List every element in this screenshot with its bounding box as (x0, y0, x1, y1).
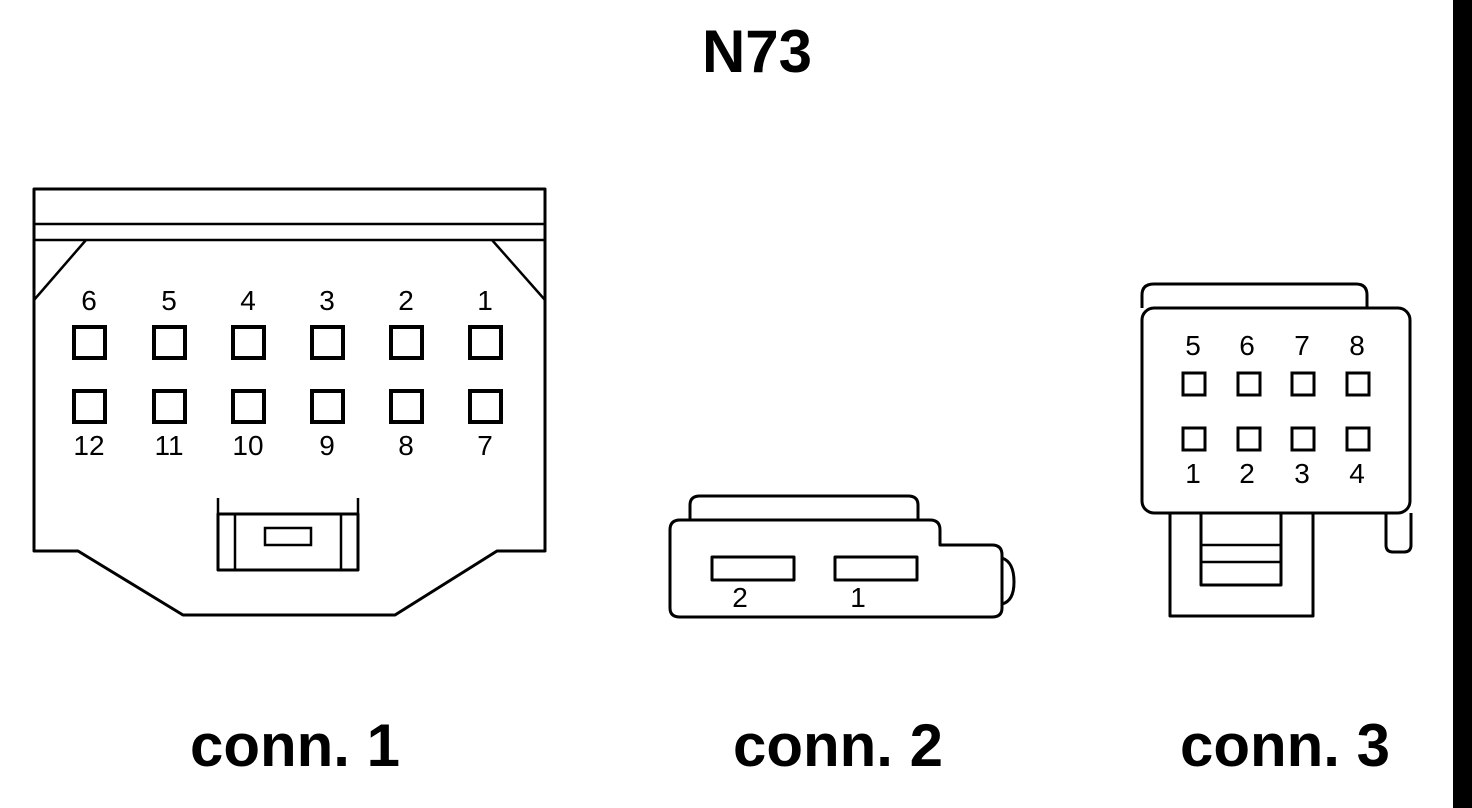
connector-1-pin-label: 4 (240, 285, 256, 316)
connector-1-pin-8 (389, 389, 424, 424)
connector-1-pin-2 (389, 325, 424, 360)
connector-1-pin-11 (152, 389, 187, 424)
connector-1-pin-label: 7 (477, 430, 493, 461)
connector-3-pin-7 (1290, 371, 1316, 397)
connector-3-pin-label: 7 (1294, 330, 1310, 361)
connector-1-pin-label: 1 (477, 285, 493, 316)
connector-1-pin-10 (231, 389, 266, 424)
connector-1-pin-label: 11 (154, 430, 183, 461)
connector-3-pin-label: 4 (1349, 458, 1365, 489)
connector-3-housing (1140, 282, 1413, 618)
connector-1-pin-4 (231, 325, 266, 360)
connector-1-pin-label: 6 (81, 285, 97, 316)
connector-3-pin-5 (1181, 371, 1207, 397)
connector-1-pin-label: 9 (319, 430, 335, 461)
connector-1-pin-label: 12 (73, 430, 104, 461)
connector-1-pin-7 (468, 389, 503, 424)
connector-2-pin-label: 2 (732, 582, 748, 613)
connector-3-pin-8 (1345, 371, 1371, 397)
connector-3-pin-label: 8 (1349, 330, 1365, 361)
connector-1: 6 5 4 3 2 1 12 11 10 9 8 7 conn. 1 (32, 187, 547, 779)
connector-3-pin-label: 3 (1294, 458, 1310, 489)
connector-1-pin-12 (72, 389, 107, 424)
connector-1-pin-6 (72, 325, 107, 360)
connector-3-pin-label: 2 (1239, 458, 1255, 489)
connector-1-caption: conn. 1 (190, 712, 400, 779)
connector-2-caption: conn. 2 (733, 712, 943, 779)
connector-3-pin-4 (1345, 426, 1371, 452)
connector-1-pin-label: 10 (232, 430, 263, 461)
connector-3-pin-6 (1236, 371, 1262, 397)
connector-3: 5 6 7 8 1 2 3 4 conn. 3 (1140, 282, 1413, 779)
connector-2: 2 1 conn. 2 (668, 494, 1016, 779)
right-edge-bar (1453, 0, 1472, 808)
connector-1-pin-label: 3 (319, 285, 335, 316)
connector-1-pin-1 (468, 325, 503, 360)
connector-3-pin-label: 1 (1185, 458, 1201, 489)
connector-2-housing (668, 494, 1016, 619)
diagram-title: N73 (702, 18, 812, 85)
connector-1-pin-label: 8 (398, 430, 414, 461)
connector-1-pin-9 (310, 389, 345, 424)
connector-1-pin-5 (152, 325, 187, 360)
connector-1-pin-3 (310, 325, 345, 360)
connector-1-pin-label: 2 (398, 285, 414, 316)
connector-3-pin-label: 6 (1239, 330, 1255, 361)
connector-1-pin-label: 5 (161, 285, 177, 316)
connector-3-pin-3 (1290, 426, 1316, 452)
connector-3-pin-label: 5 (1185, 330, 1201, 361)
connector-3-pin-1 (1181, 426, 1207, 452)
connector-3-caption: conn. 3 (1180, 712, 1390, 779)
connector-3-pin-2 (1236, 426, 1262, 452)
connector-1-housing (32, 187, 547, 617)
connector-2-pin-label: 1 (850, 582, 866, 613)
